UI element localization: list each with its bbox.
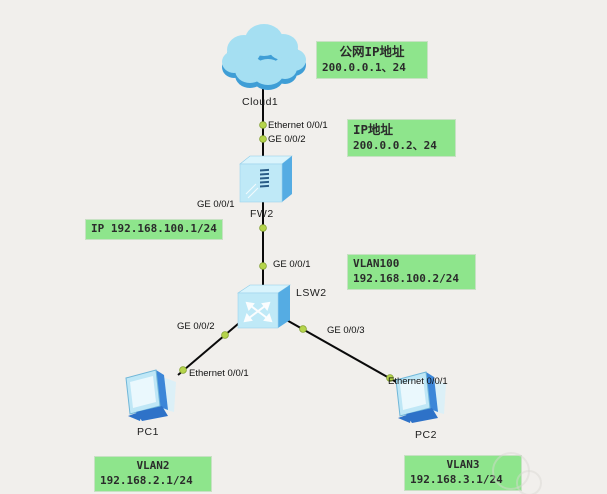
annotation-wan-ip[interactable]: IP地址 200.0.0.2、24 bbox=[348, 120, 455, 156]
device-label-pc1: PC1 bbox=[137, 426, 159, 438]
port-dot-lsw2-ge001 bbox=[259, 262, 267, 270]
device-label-fw2: FW2 bbox=[250, 208, 274, 220]
port-label-lsw2-ge-0-0-3: GE 0/0/3 bbox=[327, 325, 365, 336]
port-label-fw2-ge-0-0-1: GE 0/0/1 bbox=[197, 199, 235, 210]
annotation-line: IP地址 bbox=[353, 122, 394, 137]
device-pc2[interactable] bbox=[392, 368, 450, 431]
port-dots bbox=[179, 121, 394, 382]
annotation-line: VLAN2 bbox=[136, 459, 170, 472]
annotation-line: 200.0.0.1、24 bbox=[322, 60, 406, 74]
annotation-line: 200.0.0.2、24 bbox=[353, 138, 437, 152]
annotation-public-ip[interactable]: 公网IP地址 200.0.0.1、24 bbox=[317, 42, 427, 78]
watermark-circle bbox=[516, 470, 542, 494]
firewall-icon bbox=[239, 155, 293, 203]
device-lsw2[interactable] bbox=[236, 283, 292, 336]
device-pc1[interactable] bbox=[122, 366, 180, 429]
switch-icon bbox=[237, 284, 291, 329]
port-dot-pc1-eth bbox=[179, 366, 187, 374]
device-label-lsw2: LSW2 bbox=[296, 287, 327, 299]
cloud-icon bbox=[222, 24, 306, 90]
annotation-line: 192.168.100.2/24 bbox=[353, 271, 459, 285]
annotation-line: 192.168.2.1/24 bbox=[100, 473, 193, 487]
port-label-fw2-ge-0-0-2: GE 0/0/2 bbox=[268, 134, 306, 145]
port-dot-lsw2-ge003 bbox=[299, 325, 307, 333]
device-label-cloud1: Cloud1 bbox=[242, 96, 279, 108]
annotation-vlan2[interactable]: VLAN2 192.168.2.1/24 bbox=[95, 457, 211, 491]
port-dot-lsw2-ge002 bbox=[221, 331, 229, 339]
annotation-line: IP 192.168.100.1/24 bbox=[91, 222, 217, 235]
pc-icon bbox=[395, 371, 446, 423]
annotation-vlan100[interactable]: VLAN100 192.168.100.2/24 bbox=[348, 255, 475, 289]
port-label-lsw2-ge-0-0-1: GE 0/0/1 bbox=[273, 259, 311, 270]
link-lsw2-pc1 bbox=[177, 317, 246, 376]
port-label-cloud1-ethernet: Ethernet 0/0/1 bbox=[268, 120, 328, 131]
port-dot-fw2-ge002 bbox=[259, 135, 267, 143]
annotation-line: 公网IP地址 bbox=[339, 44, 405, 59]
annotation-fw-lan-ip[interactable]: IP 192.168.100.1/24 bbox=[86, 220, 222, 239]
port-label-pc2-ethernet: Ethernet 0/0/1 bbox=[388, 376, 448, 387]
device-fw2[interactable] bbox=[238, 154, 294, 211]
port-label-pc1-ethernet: Ethernet 0/0/1 bbox=[189, 368, 249, 379]
device-label-pc2: PC2 bbox=[415, 429, 437, 441]
annotation-line: VLAN3 bbox=[446, 458, 480, 471]
port-dot-cloud1-eth bbox=[259, 121, 267, 129]
device-cloud1[interactable] bbox=[216, 16, 310, 99]
annotation-line: VLAN100 bbox=[353, 257, 400, 270]
port-dot-pc2-eth bbox=[386, 374, 394, 382]
port-label-lsw2-ge-0-0-2: GE 0/0/2 bbox=[177, 321, 215, 332]
annotation-line: 192.168.3.1/24 bbox=[410, 472, 503, 486]
port-dot-fw2-ge001 bbox=[259, 224, 267, 232]
pc-icon bbox=[125, 369, 176, 421]
